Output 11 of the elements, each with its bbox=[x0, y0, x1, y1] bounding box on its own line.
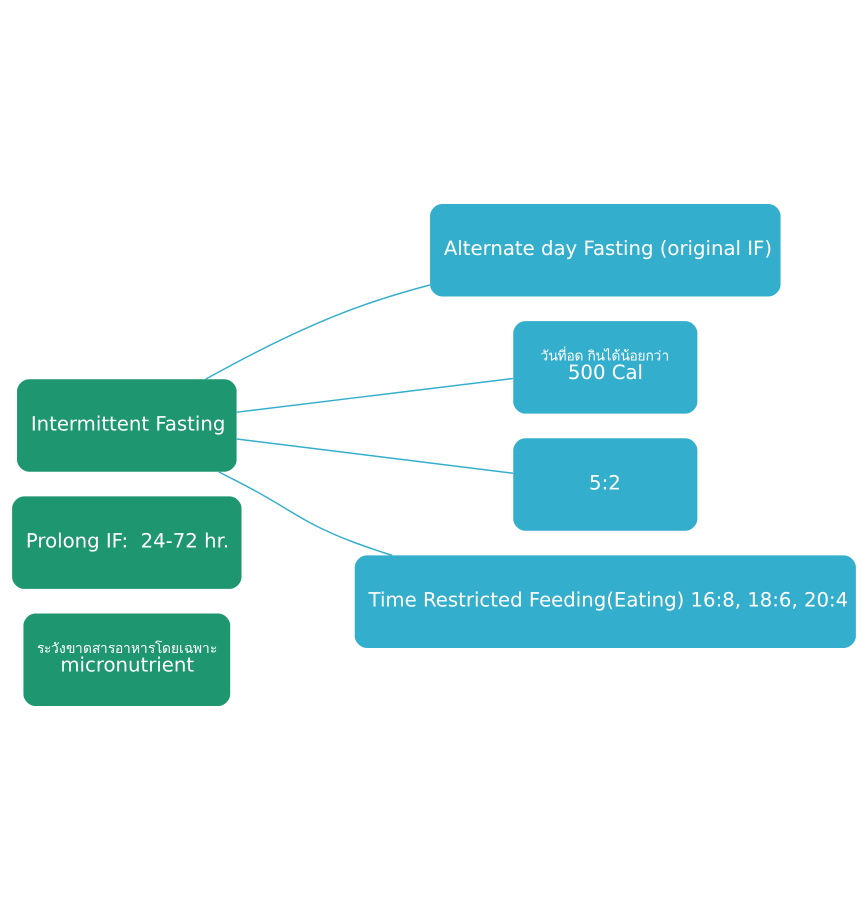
connector bbox=[236, 378, 514, 413]
connector bbox=[205, 284, 430, 380]
node-box: 5:2 bbox=[513, 438, 698, 531]
connector bbox=[236, 438, 514, 474]
node-box: Prolong IF: 24-72 hr. bbox=[12, 496, 242, 589]
node-box: วันที่อด กินได้น้อยกว่า 500 Cal bbox=[513, 321, 698, 414]
node-box: ระวังขาดสารอาหารโดยเฉพาะ micronutrient bbox=[23, 614, 230, 706]
node-box: Alternate day Fasting (original IF) bbox=[430, 204, 781, 296]
node-box: Time Restricted Feeding(Eating) 16:8, 18:6, 20:4 bbox=[354, 555, 856, 648]
node-box: Intermittent Fasting bbox=[17, 379, 237, 472]
connector bbox=[218, 471, 392, 556]
